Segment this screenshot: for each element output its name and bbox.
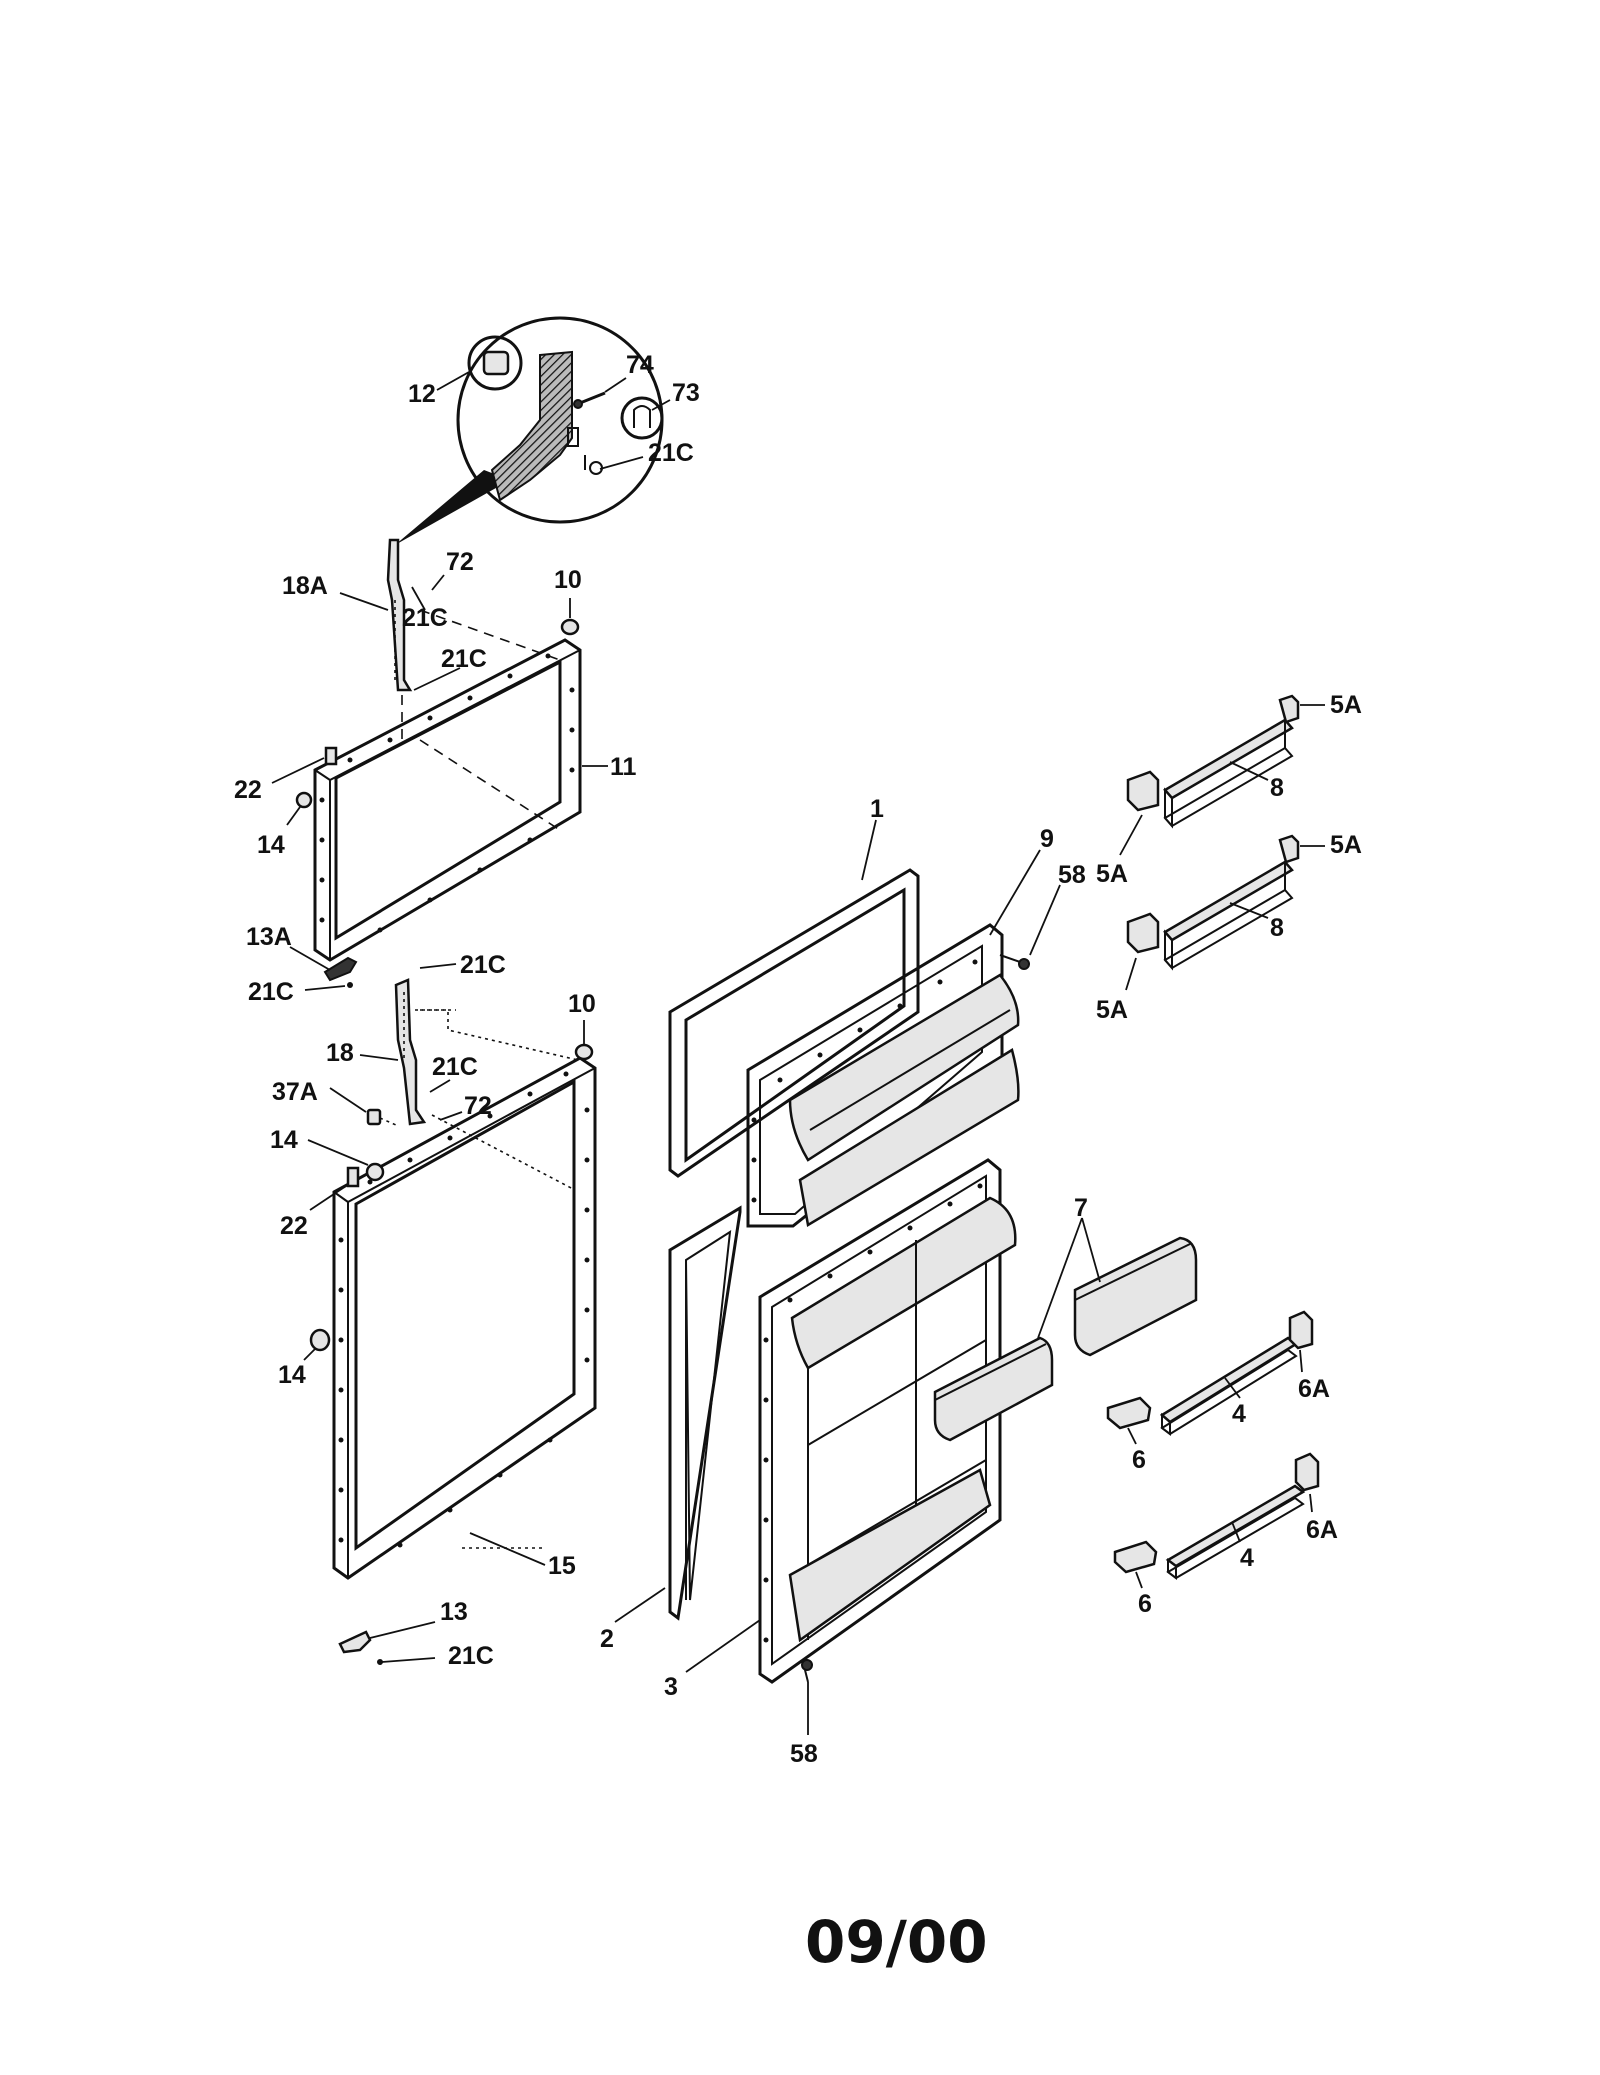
callout-21c: 21C	[441, 645, 487, 673]
rail-end-cap	[1126, 770, 1160, 812]
callout-8: 8	[1270, 914, 1284, 942]
callout-5a: 5A	[1330, 831, 1362, 859]
rail-end-cap	[1278, 834, 1300, 864]
callout-21c: 21C	[448, 1642, 494, 1670]
callout-1: 1	[870, 795, 884, 823]
fresh-food-door-gasket	[668, 1205, 742, 1621]
freezer-handle	[386, 538, 413, 692]
callout-2: 2	[600, 1625, 614, 1653]
fresh-food-door-liner	[332, 1056, 597, 1580]
callout-8: 8	[1270, 774, 1284, 802]
callout-9: 9	[1040, 825, 1054, 853]
callout-7: 7	[1074, 1194, 1088, 1222]
callout-5a: 5A	[1096, 860, 1128, 888]
rail-end-cap	[1294, 1452, 1320, 1492]
screw	[801, 1659, 813, 1683]
callout-21c: 21C	[402, 604, 448, 632]
screw	[999, 954, 1030, 970]
door-bin	[1073, 1236, 1198, 1357]
callout-3: 3	[664, 1673, 678, 1701]
rail-end-cap	[1288, 1310, 1314, 1350]
fresh-food-handle	[394, 978, 427, 1126]
callout-21c: 21C	[460, 951, 506, 979]
footer-code: 09/00	[805, 1908, 988, 1976]
callout-21c: 21C	[432, 1053, 478, 1081]
fresh-food-shelf-rail	[1165, 1484, 1306, 1580]
callout-58: 58	[1058, 861, 1086, 889]
freezer-shelf-rail	[1163, 718, 1294, 829]
callout-13a: 13A	[246, 923, 292, 951]
rail-end-cap	[1126, 912, 1160, 954]
handle-detail-inset	[395, 316, 664, 545]
callout-6a: 6A	[1306, 1516, 1338, 1544]
freezer-door-gasket	[668, 868, 920, 1178]
callout-13: 13	[440, 1598, 468, 1626]
clip-magnifier	[620, 396, 664, 440]
callout-58: 58	[790, 1740, 818, 1768]
callout-37a: 37A	[272, 1078, 318, 1106]
callout-12: 12	[408, 380, 436, 408]
freezer-shelf-rail	[1163, 860, 1294, 971]
callout-18: 18	[326, 1039, 354, 1067]
door-bin	[933, 1336, 1054, 1442]
callout-5a: 5A	[1096, 996, 1128, 1024]
callout-18a: 18A	[282, 572, 328, 600]
rail-end-cap	[1278, 694, 1300, 724]
callout-11: 11	[610, 753, 637, 781]
callout-21c: 21C	[248, 978, 294, 1006]
door-stop	[560, 618, 580, 636]
callout-22: 22	[234, 776, 262, 804]
callout-14: 14	[257, 831, 285, 859]
callout-22: 22	[280, 1212, 308, 1240]
fresh-food-door	[758, 1158, 1017, 1684]
callout-5a: 5A	[1330, 691, 1362, 719]
callout-6: 6	[1138, 1590, 1152, 1618]
callout-14: 14	[278, 1361, 306, 1389]
callout-74: 74	[626, 351, 654, 379]
callout-6a: 6A	[1298, 1375, 1330, 1403]
rail-end-cap	[1113, 1540, 1158, 1574]
callout-labels: 12 74 73 21C 18A 72 21C 10 21C 22 14 11 …	[234, 351, 1362, 1768]
callout-72: 72	[464, 1092, 492, 1120]
callout-72: 72	[446, 548, 474, 576]
freezer-door-liner	[313, 638, 582, 962]
callout-4: 4	[1232, 1400, 1246, 1428]
callout-14: 14	[270, 1126, 298, 1154]
freezer-door	[746, 923, 1020, 1228]
callout-4: 4	[1240, 1544, 1254, 1572]
callout-21c: 21C	[648, 439, 694, 467]
callout-15: 15	[548, 1552, 576, 1580]
callout-6: 6	[1132, 1446, 1146, 1474]
callout-10: 10	[554, 566, 582, 594]
rail-end-cap	[1106, 1396, 1152, 1430]
callout-73: 73	[672, 379, 700, 407]
callout-10: 10	[568, 990, 596, 1018]
end-cap-magnifier	[467, 335, 523, 391]
fresh-food-shelf-rail	[1159, 1336, 1299, 1436]
